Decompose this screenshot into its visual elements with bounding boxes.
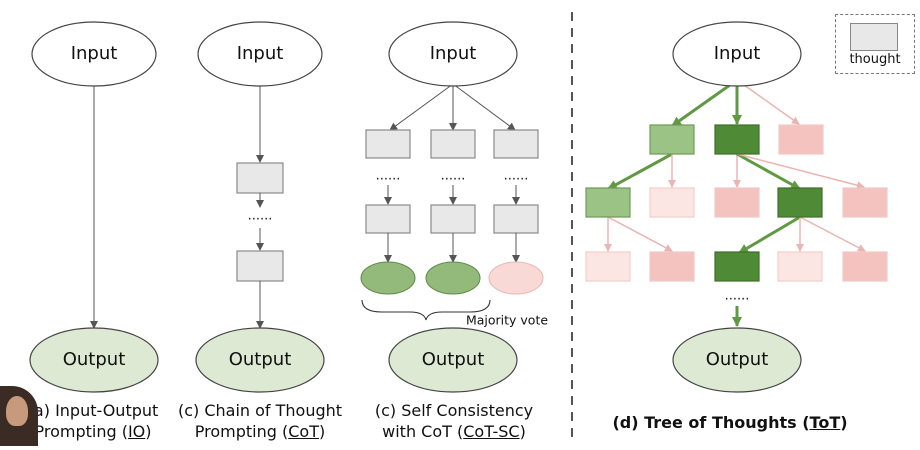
cotsc-link[interactable]: CoT-SC — [463, 422, 520, 441]
legend-thought-label: thought — [849, 52, 901, 67]
caption-cotsc-suffix: ) — [519, 422, 526, 441]
sc-arrow-right — [452, 83, 516, 131]
tot-edge-l1-3 — [736, 79, 800, 125]
tot-link[interactable]: ToT — [809, 413, 841, 432]
caption-io: (a) Input-Output Prompting (IO) — [18, 400, 168, 442]
tot-input-node — [672, 21, 802, 87]
tot-thought-box-5 — [649, 187, 695, 218]
sc-vote-node-2 — [425, 261, 481, 295]
cot-output-label: Output — [229, 349, 292, 370]
sc-thought-box-top-1 — [365, 129, 411, 159]
sc-dots-1: ...... — [376, 169, 401, 184]
cot-link[interactable]: CoT — [288, 422, 319, 441]
cot-dots: ...... — [248, 209, 273, 224]
tot-dots: ...... — [725, 289, 750, 304]
tot-edge-l3-5 — [799, 216, 866, 252]
tot-thought-box-11 — [714, 251, 760, 282]
caption-cot-suffix: ) — [318, 422, 326, 441]
tot-thought-box-13 — [842, 251, 888, 282]
tot-thought-box-9 — [585, 251, 631, 282]
io-input-node — [31, 21, 157, 87]
sc-dots-3: ...... — [504, 169, 529, 184]
cot-thought-box-1 — [236, 162, 284, 194]
caption-io-prefix: Prompting ( — [34, 422, 128, 441]
tot-thought-box-6 — [714, 187, 760, 218]
io-output-label: Output — [63, 349, 126, 370]
tot-output-label: Output — [706, 349, 769, 370]
caption-cot-prefix: Prompting ( — [194, 422, 289, 441]
sc-thought-box-top-2 — [430, 129, 476, 159]
io-input-label: Input — [71, 43, 118, 64]
caption-cotsc: (c) Self Consistency with CoT (CoT-SC) — [366, 400, 542, 442]
tot-edge-l1-1 — [671, 78, 738, 128]
io-output-node — [29, 327, 159, 393]
tot-thought-box-8 — [842, 187, 888, 218]
tot-output-node — [672, 327, 802, 393]
tot-input-label: Input — [714, 43, 761, 64]
sc-dots-2: ...... — [441, 169, 466, 184]
tot-thought-box-1 — [649, 124, 695, 155]
tot-edge-l3-3 — [738, 215, 801, 255]
sc-input-node — [388, 21, 518, 87]
sc-thought-box-bottom-2 — [430, 204, 476, 234]
tot-edge-l2-5 — [736, 153, 865, 190]
sc-majority-brace — [361, 299, 491, 321]
caption-cot-line2: Prompting (CoT) — [172, 421, 348, 442]
caption-cot: (c) Chain of Thought Prompting (CoT) — [172, 400, 348, 442]
tot-edge-l2-1 — [607, 152, 673, 191]
tot-thought-box-4 — [585, 187, 631, 218]
presenter-photo — [0, 386, 38, 446]
caption-cotsc-line2: with CoT (CoT-SC) — [366, 421, 542, 442]
sc-output-label: Output — [422, 349, 485, 370]
legend-thought-swatch — [850, 23, 898, 51]
cot-thought-box-2 — [236, 250, 284, 282]
tot-edge-l2-4 — [736, 152, 801, 191]
sc-vote-node-3 — [488, 261, 544, 295]
caption-io-line2: Prompting (IO) — [18, 421, 168, 442]
legend: thought — [835, 14, 915, 74]
caption-tot-prefix: (d) Tree of Thoughts ( — [612, 413, 810, 432]
sc-thought-box-bottom-1 — [365, 204, 411, 234]
sc-arrow-left — [389, 83, 454, 131]
tot-edge-l3-2 — [607, 216, 673, 252]
tot-thought-box-10 — [649, 251, 695, 282]
sc-majority-label: Majority vote — [466, 313, 548, 328]
caption-cotsc-prefix: with CoT ( — [382, 422, 464, 441]
cot-output-node — [195, 327, 325, 393]
sc-input-label: Input — [430, 43, 477, 64]
tot-thought-box-7 — [777, 187, 823, 218]
caption-cotsc-line1: (c) Self Consistency — [374, 401, 534, 420]
cot-input-node — [197, 21, 323, 87]
cot-input-label: Input — [237, 43, 284, 64]
tot-thought-box-12 — [777, 251, 823, 282]
sc-vote-node-1 — [360, 261, 416, 295]
sc-thought-box-top-3 — [493, 129, 539, 159]
caption-tot: (d) Tree of Thoughts (ToT) — [600, 412, 860, 433]
tot-thought-box-2 — [714, 124, 760, 155]
io-link[interactable]: IO — [127, 422, 146, 441]
caption-io-line1: (a) Input-Output — [27, 401, 159, 420]
sc-thought-box-bottom-3 — [493, 204, 539, 234]
tot-thought-box-3 — [778, 124, 824, 155]
caption-io-suffix: ) — [145, 422, 152, 441]
sc-output-node — [388, 327, 518, 393]
caption-tot-suffix: ) — [840, 413, 848, 432]
caption-cot-line1: (c) Chain of Thought — [177, 401, 343, 420]
